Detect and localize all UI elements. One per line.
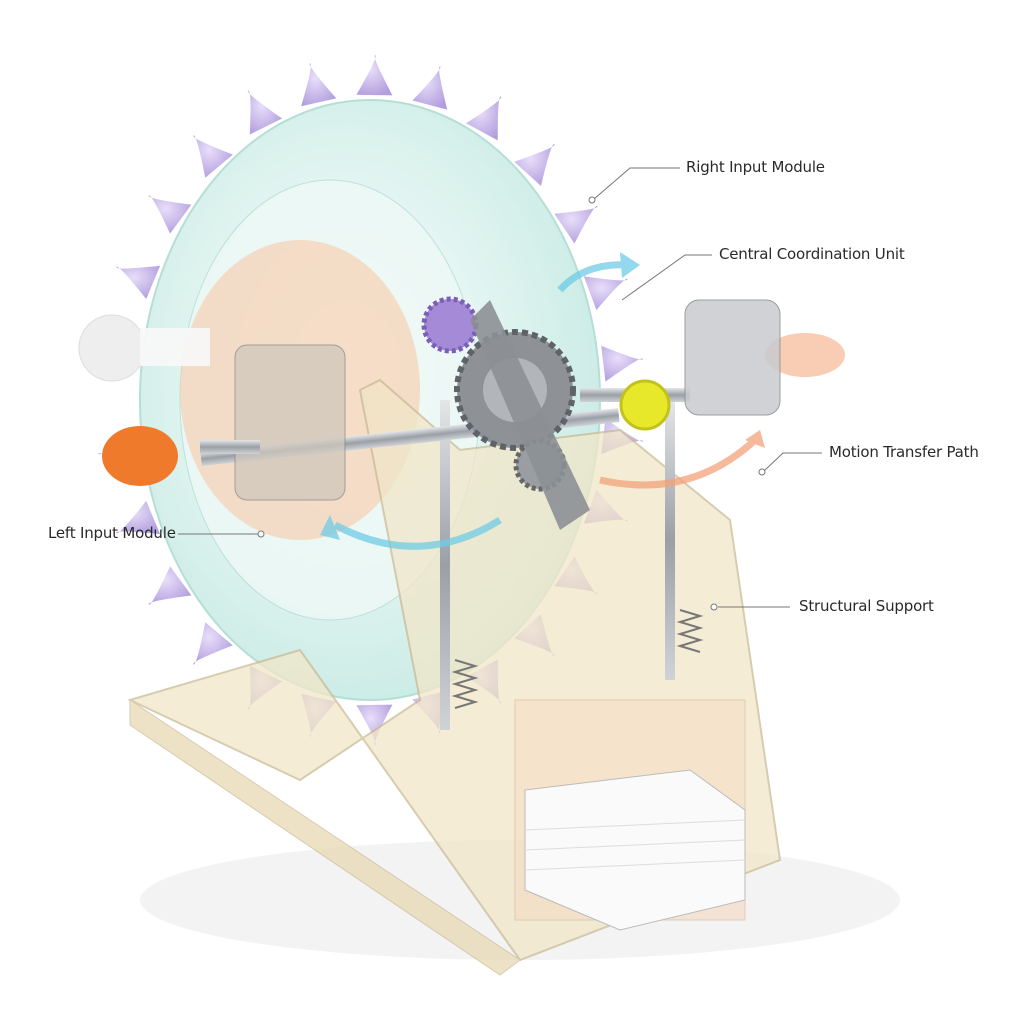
spike bbox=[356, 704, 393, 745]
spike bbox=[356, 55, 393, 96]
spike bbox=[148, 195, 192, 234]
label-motion-transfer-path: Motion Transfer Path bbox=[829, 443, 979, 461]
spike bbox=[466, 96, 502, 141]
spike bbox=[554, 205, 598, 244]
paper-stack bbox=[524, 769, 746, 931]
spike bbox=[412, 66, 448, 110]
spike bbox=[116, 500, 161, 535]
right-input-module bbox=[619, 299, 845, 431]
leader-lines bbox=[178, 167, 822, 611]
left-input-module bbox=[78, 314, 346, 501]
gear-assembly bbox=[421, 296, 590, 530]
spike bbox=[116, 265, 161, 300]
spike bbox=[583, 276, 628, 310]
spike bbox=[601, 345, 644, 382]
label-structural-support: Structural Support bbox=[799, 597, 934, 615]
support-rods bbox=[440, 400, 704, 730]
spike bbox=[301, 63, 337, 107]
motion-arrows bbox=[320, 252, 765, 550]
label-right-input-module: Right Input Module bbox=[686, 158, 825, 176]
spike bbox=[247, 90, 283, 135]
spike bbox=[193, 622, 233, 665]
label-central-coordination-unit: Central Coordination Unit bbox=[719, 245, 905, 263]
spike bbox=[514, 143, 555, 186]
spike bbox=[193, 135, 233, 178]
label-left-input-module: Left Input Module bbox=[48, 524, 176, 542]
spike bbox=[148, 566, 192, 605]
